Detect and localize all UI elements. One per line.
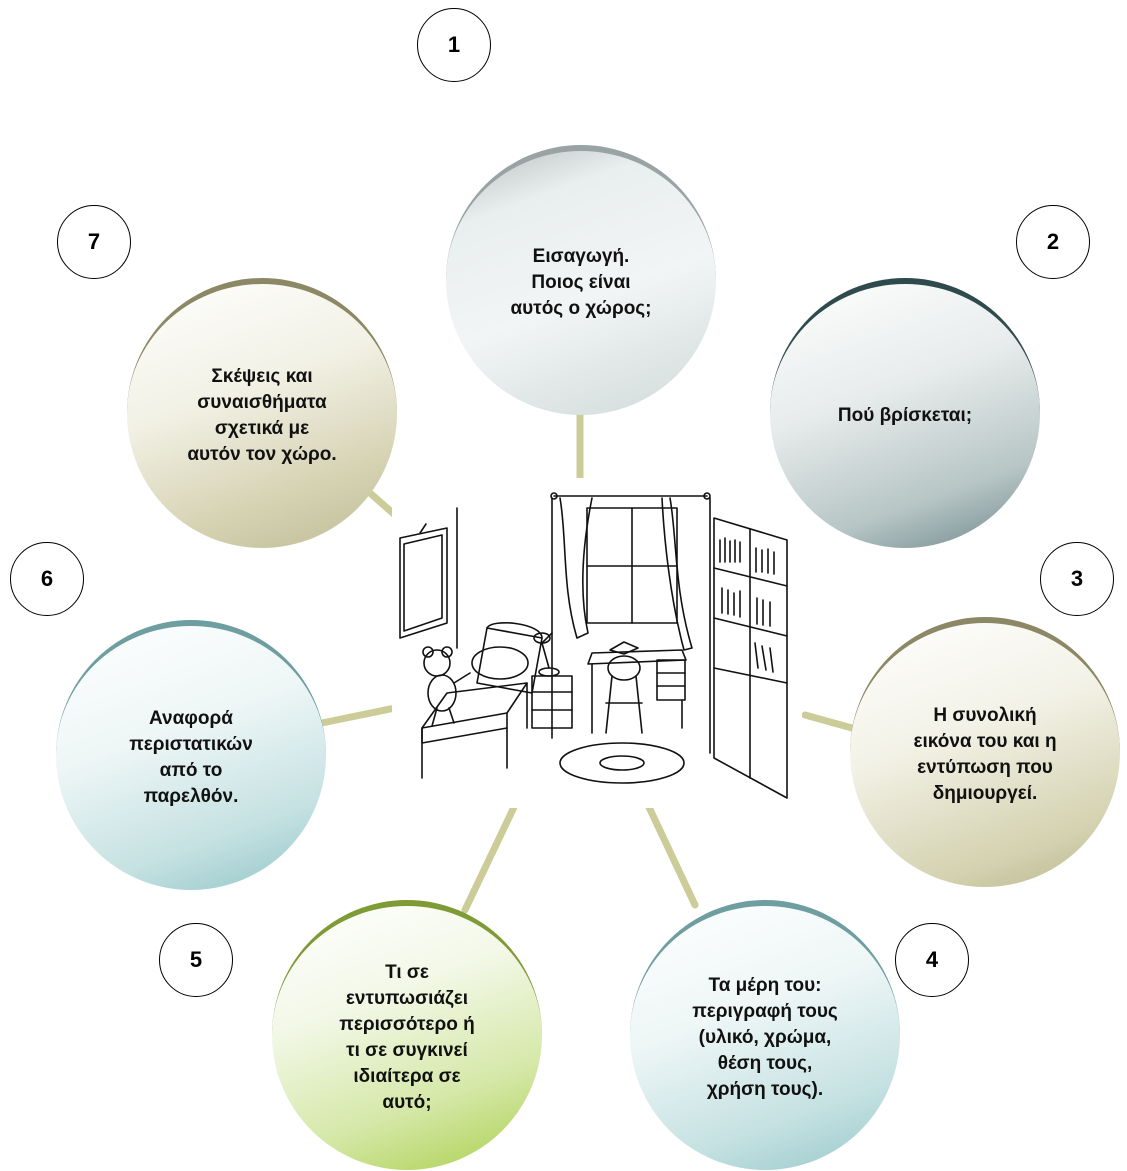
connector-5	[461, 801, 519, 914]
step-text-7: Σκέψεις και συναισθήματα σχετικά με αυτό…	[187, 366, 337, 465]
bedroom-sketch-icon	[399, 492, 788, 799]
step-text-1: Εισαγωγή. Ποιος είναι αυτός ο χώρος;	[510, 246, 652, 319]
step-text-6: Αναφορά περιστατικών από το παρελθόν.	[129, 708, 253, 807]
step-number-2: 2	[1016, 205, 1090, 279]
step-number-7: 7	[57, 205, 131, 279]
step-number-label-3: 3	[1070, 566, 1084, 591]
step-number-label-1: 1	[447, 32, 461, 57]
step-bubble-2: Πού βρίσκεται;	[770, 278, 1040, 548]
step-bubble-4: Τα μέρη του: περιγραφή τους (υλικό, χρώμ…	[630, 900, 900, 1170]
step-number-6: 6	[10, 542, 84, 616]
step-text-4: Τα μέρη του: περιγραφή τους (υλικό, χρώμ…	[692, 975, 838, 1100]
connector-4	[644, 801, 699, 909]
step-number-label-7: 7	[87, 229, 101, 254]
step-number-4: 4	[895, 923, 969, 997]
connector-6	[308, 704, 399, 729]
step-number-label-4: 4	[925, 947, 939, 972]
connector-3	[801, 711, 856, 732]
step-number-label-2: 2	[1046, 229, 1060, 254]
step-bubble-5: Τι σε εντυπωσιάζει περισσότερο ή τι σε σ…	[272, 900, 542, 1170]
connector-7	[366, 489, 399, 519]
step-text-2: Πού βρίσκεται;	[837, 405, 973, 426]
bedroom-illustration	[392, 478, 802, 808]
step-number-3: 3	[1040, 542, 1114, 616]
step-number-5: 5	[159, 923, 233, 997]
step-bubble-3: Η συνολική εικόνα του και η εντύπωση που…	[850, 617, 1120, 887]
step-number-1: 1	[417, 8, 491, 82]
step-text-5: Τι σε εντυπωσιάζει περισσότερο ή τι σε σ…	[339, 962, 475, 1113]
step-text-3: Η συνολική εικόνα του και η εντύπωση που…	[913, 705, 1057, 804]
step-bubble-6: Αναφορά περιστατικών από το παρελθόν.	[56, 620, 326, 890]
step-number-label-5: 5	[189, 947, 203, 972]
step-number-label-6: 6	[40, 566, 54, 591]
step-bubble-7: Σκέψεις και συναισθήματα σχετικά με αυτό…	[127, 278, 397, 548]
step-bubble-1: Εισαγωγή. Ποιος είναι αυτός ο χώρος;	[446, 145, 716, 415]
